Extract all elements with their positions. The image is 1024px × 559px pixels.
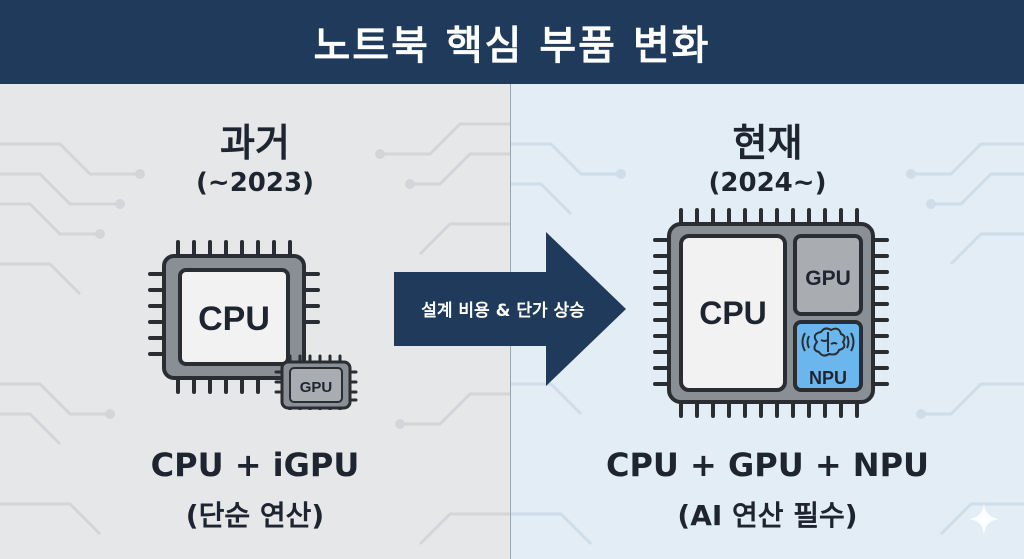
present-gpu-block: GPU [793,234,863,316]
past-description: (단순 연산) [185,499,325,532]
present-npu-block: NPU [793,320,863,392]
past-config: CPU + iGPU [150,446,360,484]
present-panel: 현재 (2024~) [511,84,1024,559]
present-description: (AI 연산 필수) [677,499,858,532]
present-soc-chip: CPU GPU NPU [653,208,889,418]
present-gpu-label: GPU [805,267,851,290]
sparkle-icon [968,503,1000,535]
right-arrow-icon [394,232,626,386]
past-cpu-label: CPU [198,300,270,338]
past-years: (~2023) [196,168,314,198]
title-banner: 노트북 핵심 부품 변화 [0,0,1024,84]
brain-icon [801,327,855,357]
present-years: (2024~) [708,168,827,198]
past-title: 과거 [220,121,290,165]
transition-arrow: 설계 비용 & 단가 상승 [394,232,628,386]
circuit-background-left [0,122,510,546]
present-cpu-block: CPU [679,234,787,392]
present-npu-label: NPU [809,368,847,388]
past-cpu-chip: CPU [148,240,320,394]
circuit-background-right [511,142,1024,546]
present-config: CPU + GPU + NPU [605,446,930,484]
past-gpu-chip: GPU [274,354,358,410]
past-chip-diagram: CPU GPU [148,240,358,410]
page-title: 노트북 핵심 부품 변화 [313,23,711,69]
past-gpu-label: GPU [300,379,333,396]
present-cpu-label: CPU [699,295,767,331]
present-title: 현재 [732,121,803,165]
transition-label: 설계 비용 & 단가 상승 [421,301,585,321]
